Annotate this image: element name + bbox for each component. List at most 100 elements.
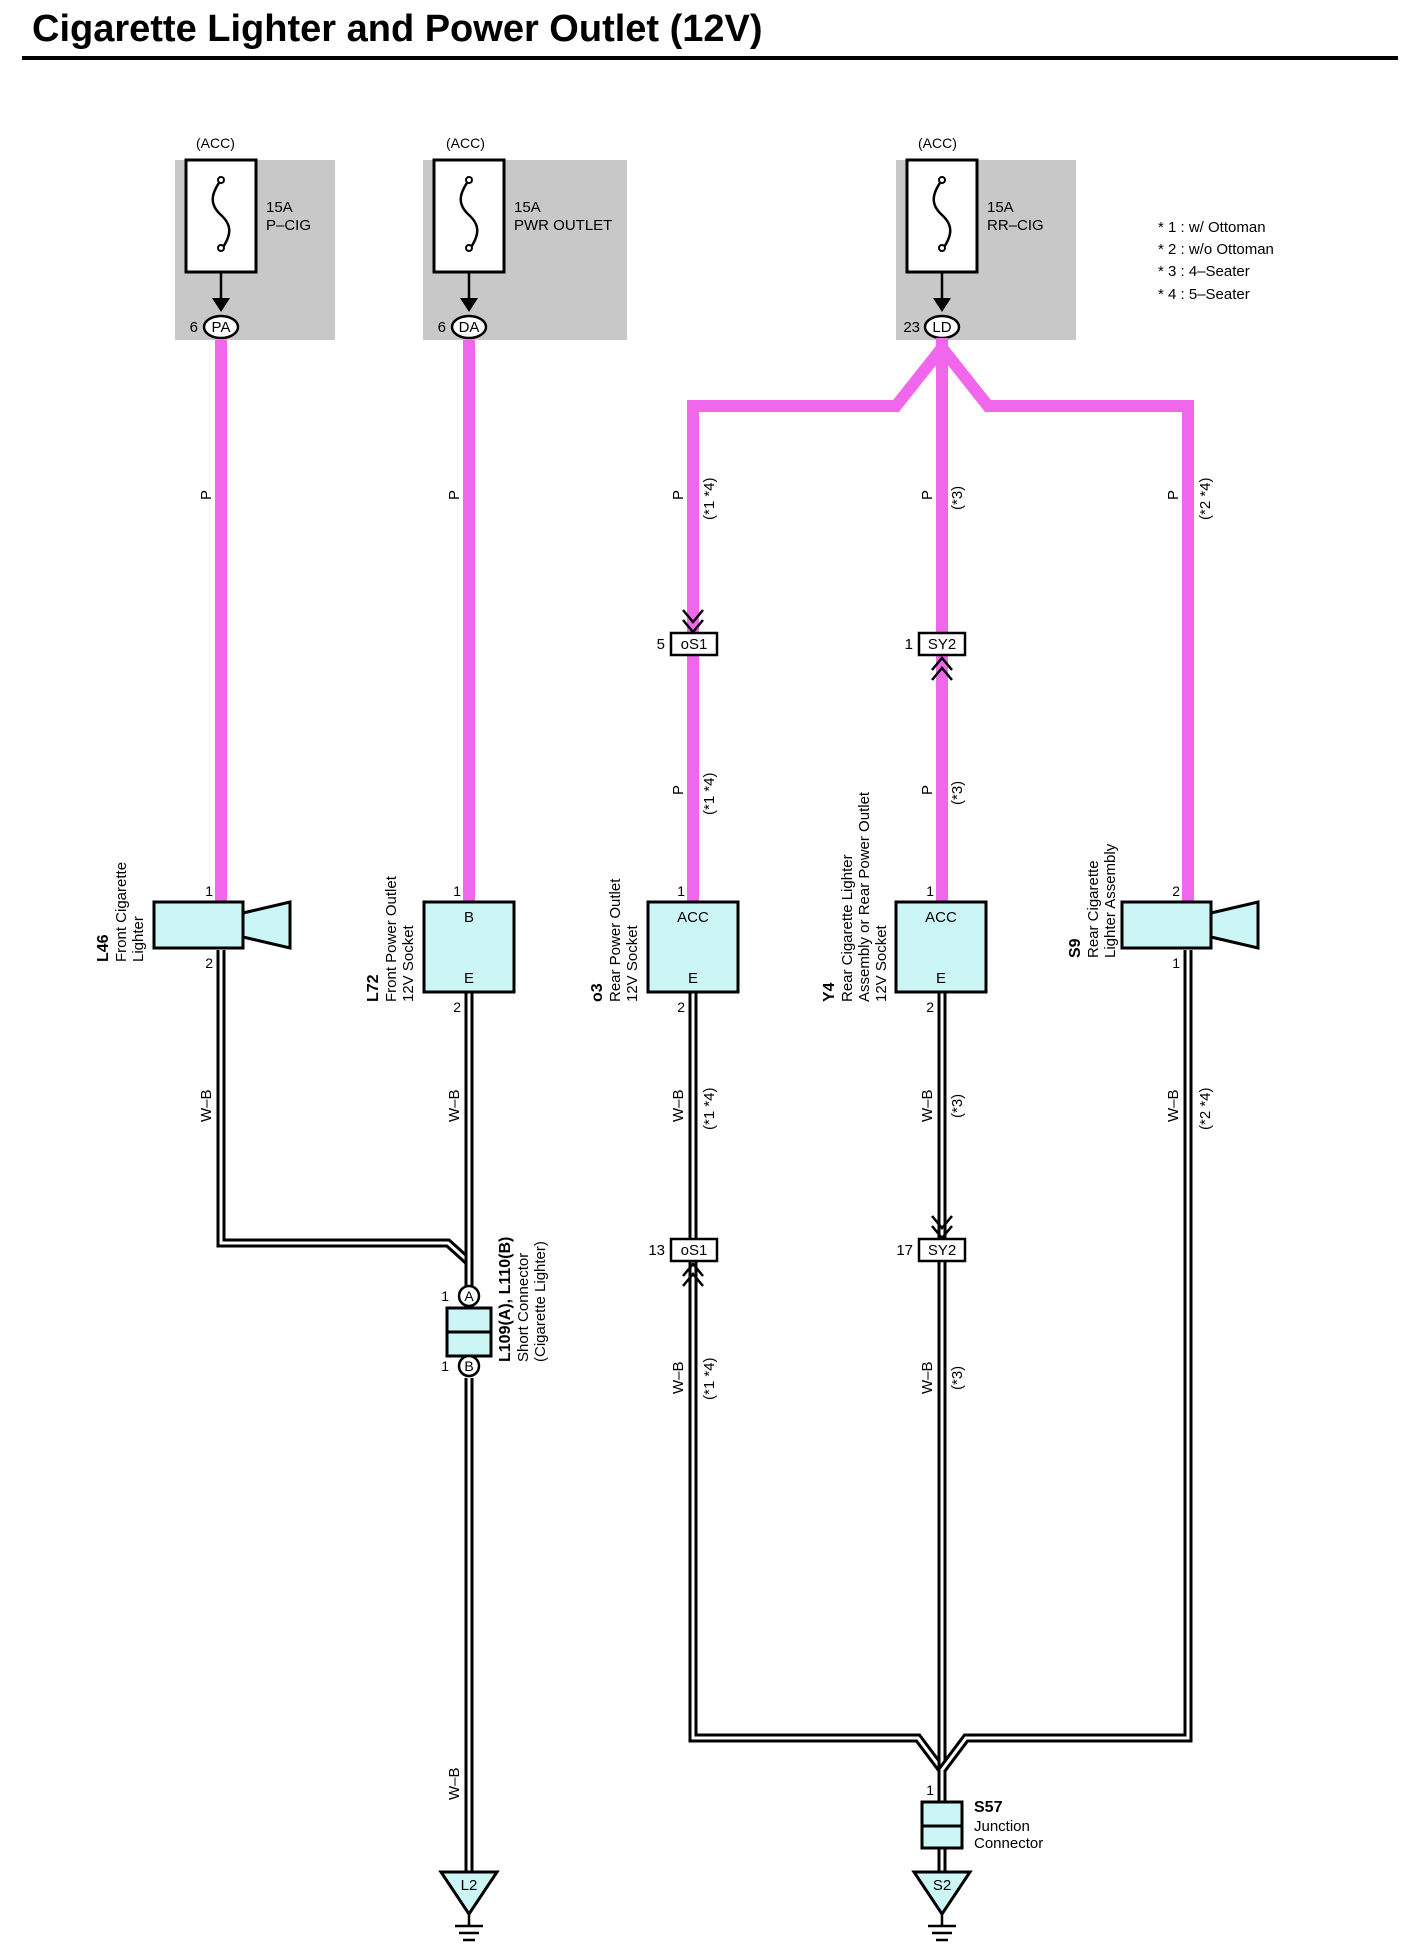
wire-color-label: W–B	[919, 1089, 936, 1122]
wire-color-label: W–B	[446, 1089, 463, 1122]
component-desc-line-3: 12V Socket	[873, 924, 890, 1002]
fuse-rating: 15A	[266, 199, 293, 216]
ground-triangle-icon	[911, 1870, 973, 1917]
arrow-down-icon	[212, 298, 230, 312]
terminal-top: B	[464, 909, 474, 926]
pin-bottom: 2	[677, 999, 685, 1015]
component-desc-line-1: Rear Cigarette Lighter	[839, 854, 856, 1002]
component-desc-line-1: Rear Power Outlet	[607, 878, 624, 1002]
ground-label: S2	[933, 1877, 951, 1894]
socket-body	[422, 900, 516, 994]
socket-body	[646, 900, 740, 994]
terminal-bottom: E	[464, 970, 474, 987]
wire-option-note: (*3)	[949, 486, 966, 510]
component-s9: 2 1 S9 Rear Cigarette Lighter Assembly	[1067, 843, 1260, 971]
pin-top: 1	[205, 883, 213, 899]
connector-pin: 13	[648, 1242, 665, 1259]
wire-option-note: (*3)	[949, 1366, 966, 1390]
wire-option-note: (*3)	[949, 781, 966, 805]
component-desc-line-2: Connector	[974, 1835, 1043, 1852]
connector-oval	[202, 314, 240, 340]
component-desc-line-1: Front Power Outlet	[383, 875, 400, 1002]
lighter-nozzle-icon	[241, 900, 292, 950]
component-desc-line-1: Junction	[974, 1818, 1030, 1835]
component-code: L46	[95, 934, 112, 962]
ground-l2: L2	[438, 1870, 500, 1942]
wire-color-label: P	[919, 490, 936, 500]
legend: * 1 : w/ Ottoman * 2 : w/o Ottoman * 3 :…	[1158, 219, 1274, 303]
connector-sy2-top: SY2 1	[905, 631, 967, 681]
fuse-source-label: (ACC)	[918, 135, 957, 151]
component-y4: ACC E 1 2 Y4 Rear Cigarette Lighter Asse…	[821, 791, 988, 1015]
pin-bottom: 2	[205, 955, 213, 971]
connector-box	[917, 1237, 967, 1263]
wb-wire-labels: W–B W–B W–B W–B (*1 *4) W–B (*1 *4) W–B …	[198, 1087, 1214, 1800]
fuse-name: P–CIG	[266, 217, 311, 234]
connector-circle-a	[457, 1284, 481, 1308]
wire-option-note: (*1 *4)	[701, 1087, 718, 1130]
terminal-bottom: E	[936, 970, 946, 987]
connector-sy2-bottom: SY2 17	[896, 1215, 967, 1263]
component-l72: B E 1 2 L72 Front Power Outlet 12V Socke…	[365, 875, 516, 1015]
pin-a: 1	[441, 1288, 449, 1304]
chevron-up-icon	[931, 656, 953, 681]
component-desc-line-2: Lighter	[130, 916, 147, 962]
component-desc-line-2: Lighter Assembly	[1102, 843, 1119, 958]
connector-name: SY2	[928, 636, 956, 653]
ground-label: L2	[461, 1877, 478, 1894]
terminal-bottom: E	[688, 970, 698, 987]
lighter-body	[1120, 900, 1213, 950]
component-l46: 1 2 L46 Front Cigarette Lighter	[95, 862, 292, 971]
connector-name: oS1	[681, 1242, 708, 1259]
fuse-element-icon	[459, 179, 479, 251]
pin-top: 2	[1172, 883, 1180, 899]
wb-wires	[216, 950, 1193, 1872]
connector-box	[669, 1237, 719, 1263]
ground-triangle-icon	[438, 1870, 500, 1917]
component-desc-line-2: 12V Socket	[400, 924, 417, 1002]
wire-option-note: (*3)	[949, 1094, 966, 1118]
wire-p-3-branch-left	[687, 344, 947, 632]
connector-name: oS1	[681, 636, 708, 653]
junction-block-bottom	[920, 1824, 964, 1850]
pin-top: 1	[677, 883, 685, 899]
terminal-top: ACC	[677, 909, 709, 926]
fuse-element-icon	[932, 179, 952, 251]
wire-option-note: (*1 *4)	[701, 477, 718, 520]
pin-bottom: 2	[926, 999, 934, 1015]
arrow-down-icon	[460, 298, 478, 312]
wire-wb-3-lower-outer	[688, 1262, 947, 1802]
pin-top: 1	[453, 883, 461, 899]
connector-code: DA	[459, 319, 480, 336]
pin-top: 1	[926, 883, 934, 899]
connector-box	[669, 631, 719, 657]
fuse-rating: 15A	[514, 199, 541, 216]
fuse-rr-cig: (ACC) 15A RR–CIG LD 23	[896, 135, 1076, 340]
wire-color-label: W–B	[446, 1767, 463, 1800]
connector-pin: 1	[905, 636, 913, 653]
pin-bottom: 2	[453, 999, 461, 1015]
ground-s2: S2	[911, 1870, 973, 1942]
terminal-letter-b: B	[464, 1358, 473, 1374]
connector-circle-b	[457, 1354, 481, 1378]
short-block-top	[445, 1306, 493, 1334]
wire-color-label: P	[198, 490, 215, 500]
fuse-source-label: (ACC)	[196, 135, 235, 151]
legend-item-3: * 3 : 4–Seater	[1158, 263, 1250, 280]
pink-wire-labels: P P P (*1 *4) P (*3) P (*2 *4) P (*1 *4)…	[198, 477, 1214, 815]
wire-option-note: (*2 *4)	[1197, 477, 1214, 520]
component-desc-line-2: Assembly or Rear Power Outlet	[856, 791, 873, 1002]
arrow-down-icon	[933, 298, 951, 312]
pin-number: 6	[190, 319, 198, 336]
wire-color-label: W–B	[919, 1361, 936, 1394]
wire-p-3-branch-right	[937, 344, 1194, 905]
fuse-p-cig: (ACC) 15A P–CIG PA 6	[175, 135, 335, 340]
fuse-source-label: (ACC)	[446, 135, 485, 151]
wire-option-note: (*1 *4)	[701, 1357, 718, 1400]
component-code: S57	[974, 1799, 1003, 1816]
lighter-nozzle-icon	[1209, 900, 1260, 950]
component-desc-line-2: 12V Socket	[624, 924, 641, 1002]
title-rule	[22, 56, 1398, 60]
component-code: L72	[365, 974, 382, 1002]
